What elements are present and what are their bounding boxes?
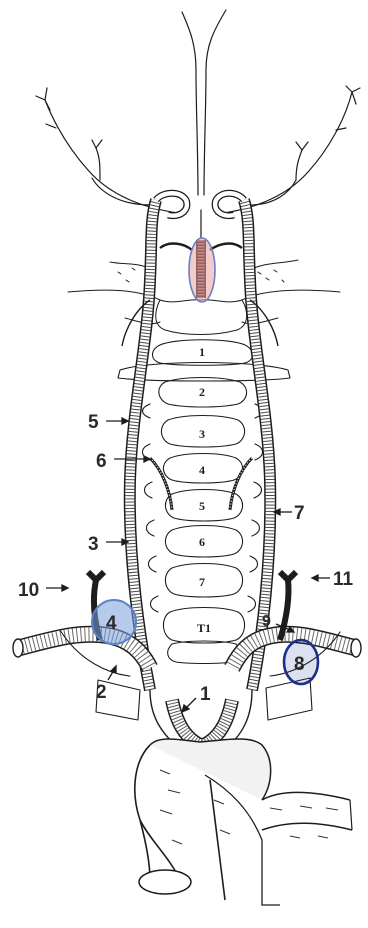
vertebra-label-4: 4 [199, 463, 205, 477]
vertebra-label-6: 6 [199, 535, 205, 549]
vertebra-label-2: 2 [199, 385, 205, 399]
label-2: 2 [96, 682, 107, 703]
label-9: 9 [262, 613, 271, 630]
vertebra-label-5: 5 [199, 499, 205, 513]
vertebra-label-3: 3 [199, 427, 205, 441]
label-6: 6 [96, 451, 107, 472]
label-7: 7 [294, 503, 305, 524]
basilar-highlight [189, 238, 215, 302]
label-4: 4 [106, 613, 117, 634]
aortic-arch [135, 690, 352, 905]
vertebra-label-1: 1 [199, 345, 205, 359]
label-5: 5 [88, 412, 99, 433]
label-8: 8 [294, 654, 305, 675]
vertebra-label-7: 7 [199, 575, 205, 589]
cerebral-artery-branches [36, 10, 360, 238]
label-1: 1 [200, 684, 211, 705]
label-11: 11 [333, 569, 354, 590]
vertebra-label-t1: T1 [197, 621, 211, 635]
label-3: 3 [88, 534, 99, 555]
label-10: 10 [18, 580, 39, 601]
